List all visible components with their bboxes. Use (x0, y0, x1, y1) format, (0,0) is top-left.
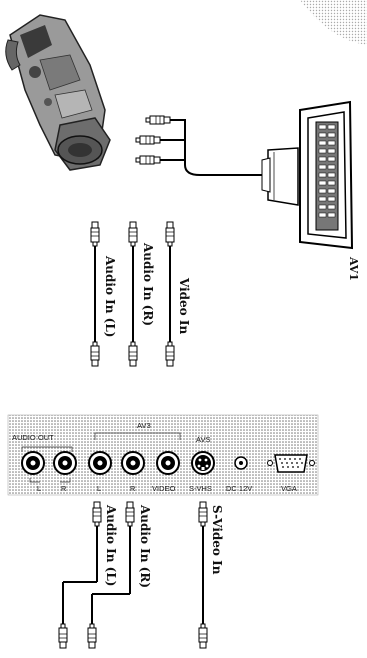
audio-in-r-bottom-label: Audio In (R) (138, 504, 152, 588)
av3-video-text: VIDEO (152, 484, 176, 493)
vga-text: VGA (281, 484, 297, 493)
tv-connector-panel: AUDIO OUT AV3 AVS L R (8, 415, 318, 495)
audio-out-r-jack (54, 452, 76, 474)
cable-audio-l-top (91, 222, 99, 366)
audio-out-l-jack (22, 452, 44, 474)
av3-video-jack (157, 452, 179, 474)
camcorder-image (6, 15, 110, 170)
av1-label: AV1 (347, 256, 360, 281)
video-in-label: Video In (177, 277, 191, 334)
cable-svideo (199, 502, 207, 648)
scart-cable (170, 120, 262, 175)
audio-in-l-bottom-label: Audio In (L) (104, 504, 118, 586)
audio-out-label: AUDIO OUT (12, 433, 54, 442)
dc12v-text: DC 12V (226, 484, 252, 493)
scart-plug (262, 148, 298, 205)
audio-out-r-text: R (61, 484, 67, 493)
cable-video (166, 222, 174, 366)
audio-out-l-text: L (37, 484, 41, 493)
rca-plug (146, 116, 170, 124)
av3-r-jack (122, 452, 144, 474)
svhs-text: S-VHS (189, 484, 212, 493)
dc-jack (235, 457, 247, 469)
rca-plug (136, 156, 160, 164)
audio-in-r-label: Audio In (R) (141, 242, 155, 326)
cable-audio-r-top (129, 222, 137, 366)
scart-connector (300, 102, 352, 248)
svhs-jack (192, 452, 214, 474)
avs-label: AVS (196, 435, 210, 444)
cable-audio-l-bottom (59, 502, 101, 648)
av3-l-text: L (97, 484, 101, 493)
av3-r-text: R (130, 484, 136, 493)
audio-in-l-label: Audio In (L) (103, 255, 117, 337)
av3-l-jack (89, 452, 111, 474)
corner-shading (300, 0, 367, 45)
rca-plug (136, 136, 160, 144)
s-video-in-label: S-Video In (210, 505, 224, 575)
av3-label: AV3 (137, 421, 151, 430)
